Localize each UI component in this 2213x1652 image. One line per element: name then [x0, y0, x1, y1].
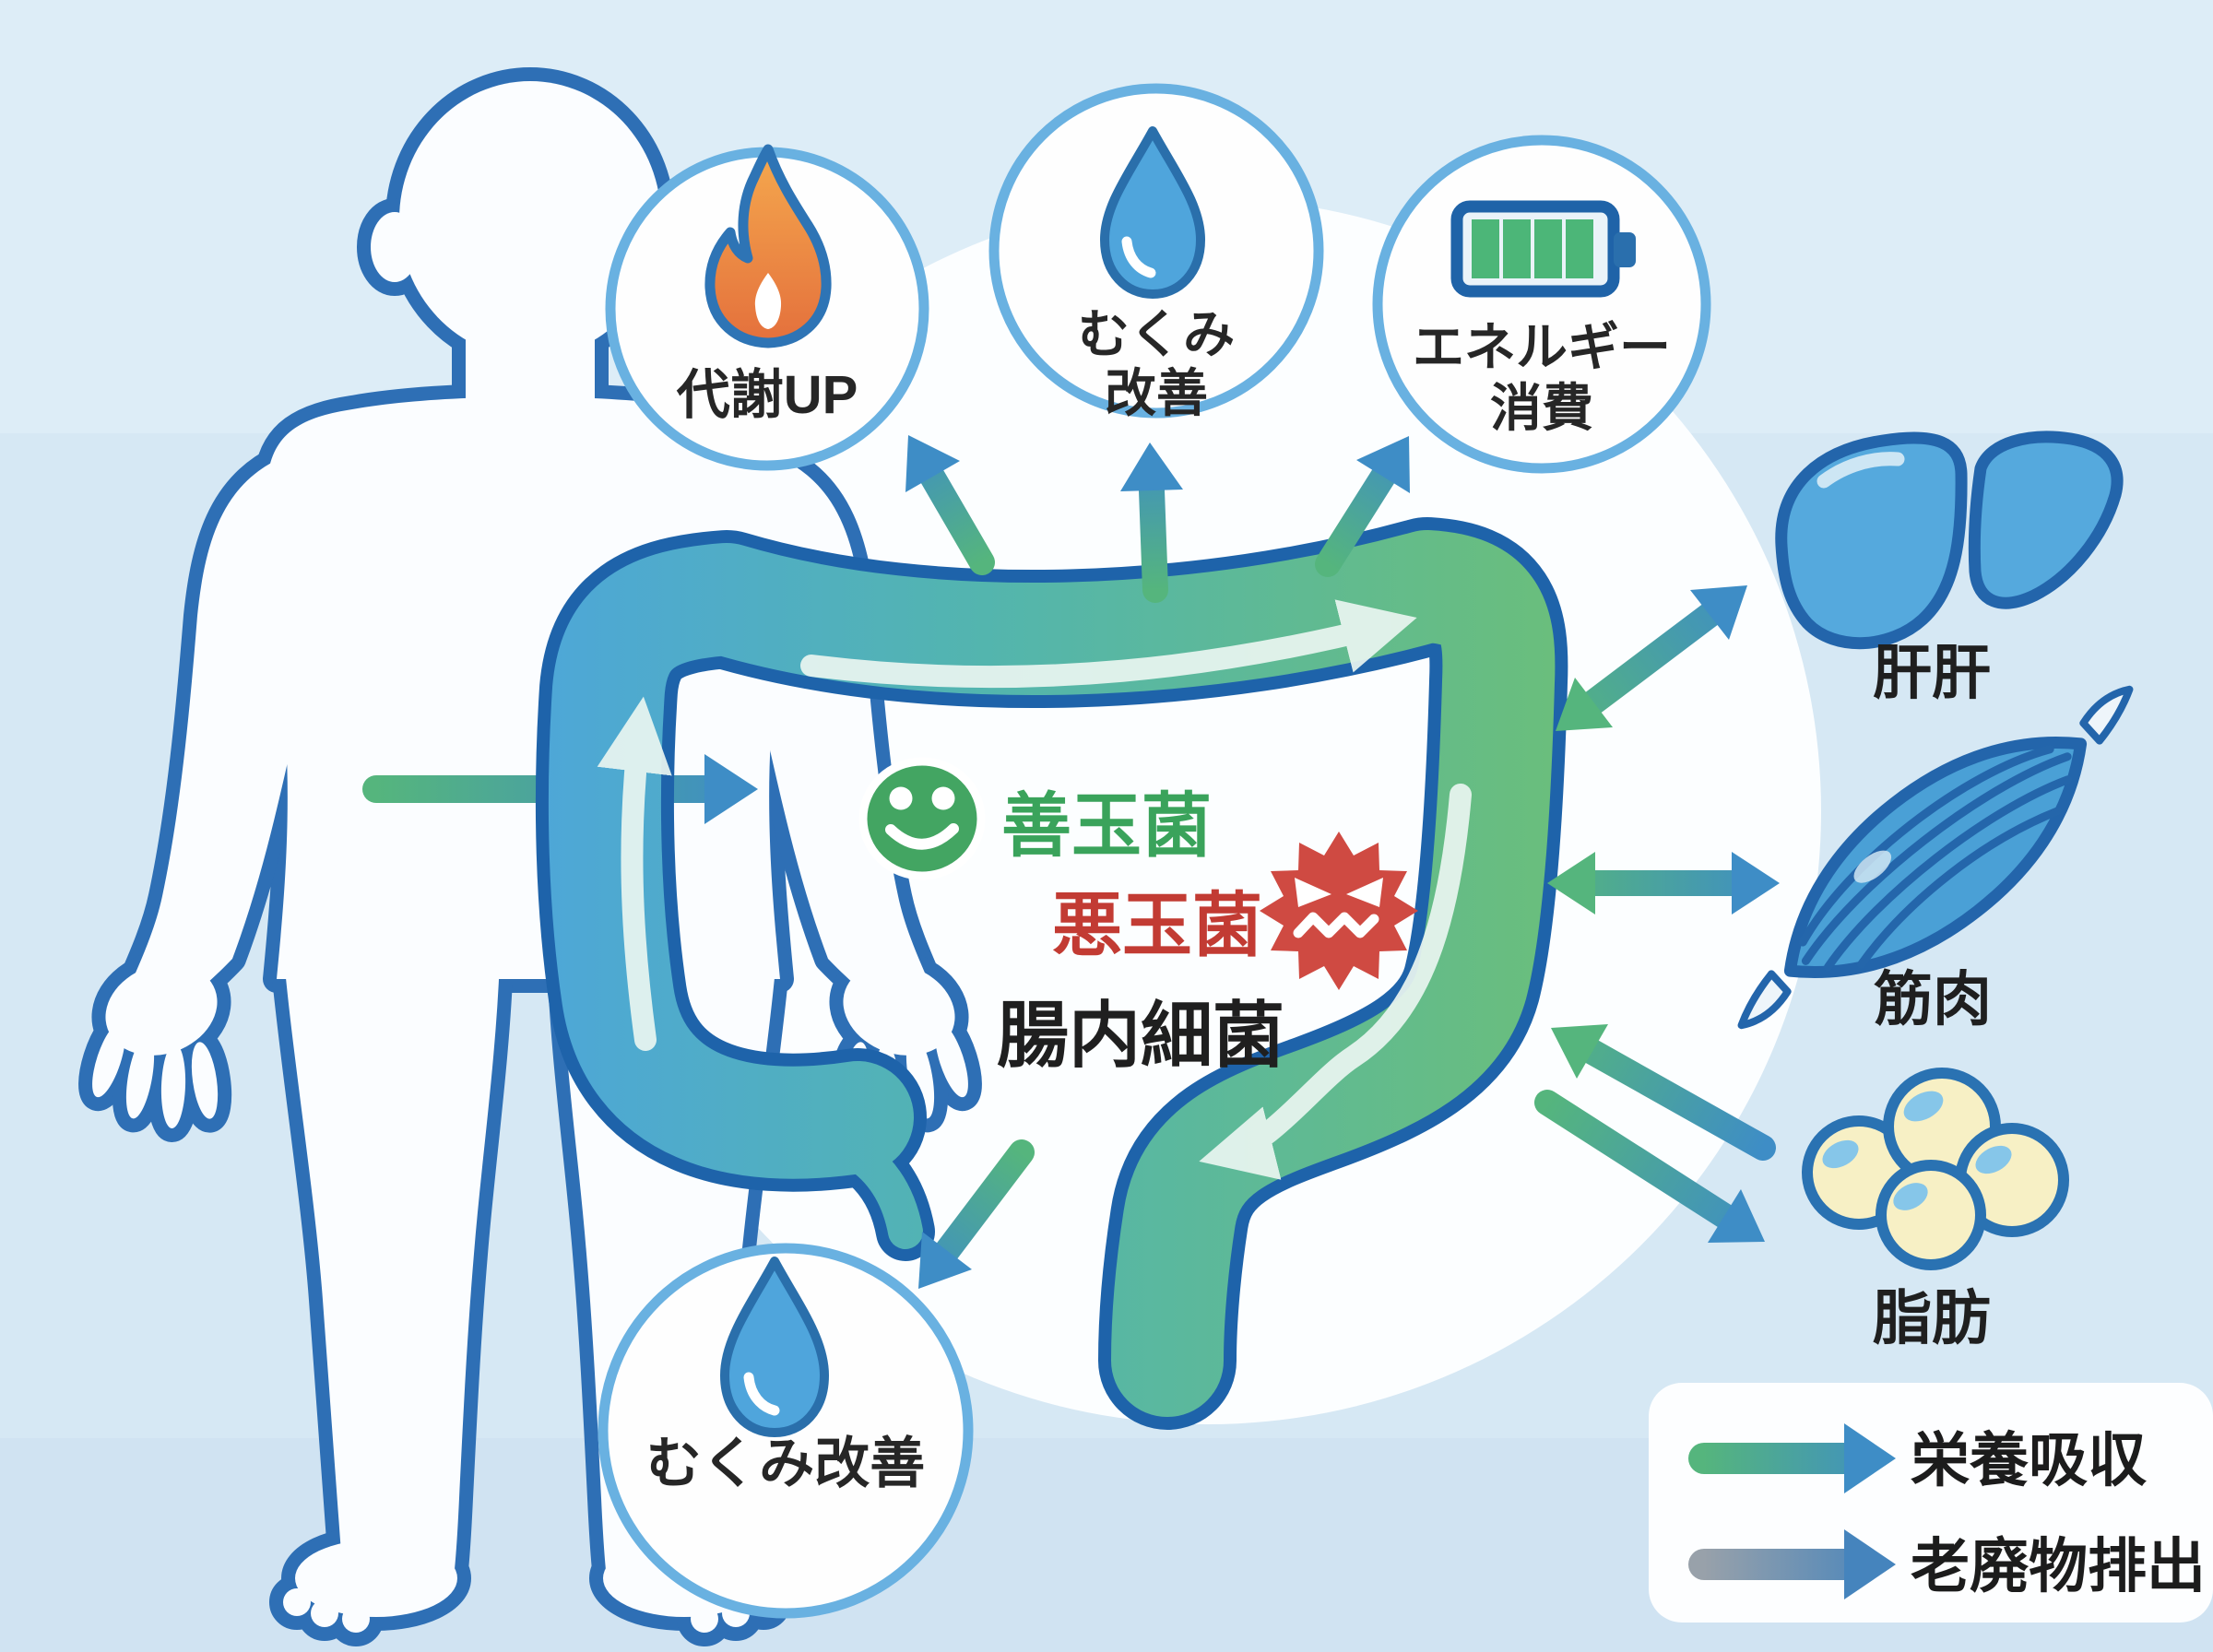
- bad-bacteria-germ-icon: [1260, 832, 1418, 990]
- arrow-to-liver: [1556, 585, 1747, 731]
- gut-bacteria-label: 腸内細菌: [997, 995, 1284, 1076]
- arrow-to-muscle: [1547, 852, 1780, 914]
- badge-swelling-top: むくみ 改善: [988, 83, 1324, 422]
- water-drop-icon: [720, 1257, 829, 1437]
- badge-swelling-bottom: むくみ改善: [598, 1243, 974, 1619]
- arrow-up-swelling: [1120, 442, 1183, 603]
- legend-nutrient-label: 栄養吸収: [1911, 1427, 2147, 1493]
- badge-swelling-top-label-2: 改善: [1105, 364, 1208, 422]
- badge-metabolism-label: 代謝UP: [676, 365, 858, 425]
- badge-swelling-top-label-1: むくみ: [1078, 305, 1235, 363]
- good-bacteria-smiley-icon: [858, 757, 986, 880]
- muscle-label: 筋肉: [1874, 966, 1992, 1032]
- colon-flow-arrow-sigmoid: [1199, 784, 1472, 1180]
- legend-nutrient-arrow: [1688, 1423, 1896, 1493]
- battery-icon: [1450, 200, 1636, 298]
- muscle-icon: [1737, 685, 2134, 1030]
- fat-cells-icon: [1802, 1068, 2069, 1270]
- good-bacteria-label: 善玉菌: [1001, 787, 1212, 866]
- badge-energy: エネルギー 消費: [1372, 135, 1711, 474]
- arrow-up-energy: [1315, 436, 1410, 577]
- badge-swelling-bottom-label: むくみ改善: [646, 1433, 925, 1494]
- badge-metabolism: 代謝UP: [605, 144, 929, 471]
- legend-waste-label: 老廃物排出: [1911, 1533, 2206, 1599]
- badge-energy-label-1: エネルギー: [1413, 318, 1671, 376]
- bad-bacteria-label: 悪玉菌: [1052, 887, 1262, 965]
- liver-label: 肝肝: [1873, 640, 1991, 706]
- arrow-up-metabolism: [905, 435, 995, 575]
- flame-icon: [704, 144, 832, 348]
- fat-label: 脂肪: [1873, 1285, 1991, 1351]
- colon-flow-arrow-transverse: [800, 599, 1417, 689]
- water-drop-icon: [1100, 126, 1205, 299]
- badge-energy-label-2: 消費: [1490, 379, 1593, 437]
- arrow-to-fat: [1534, 1090, 1765, 1243]
- intestine-illustration: [535, 517, 1568, 1430]
- liver-icon: [1775, 431, 2124, 650]
- legend-waste-arrow: [1688, 1529, 1896, 1599]
- colon-flow-arrow-ascending: [597, 696, 672, 1051]
- legend: 栄養吸収 老廃物排出: [1649, 1383, 2213, 1622]
- arrow-from-fat: [1551, 1024, 1776, 1161]
- arrow-down-swelling: [918, 1139, 1035, 1289]
